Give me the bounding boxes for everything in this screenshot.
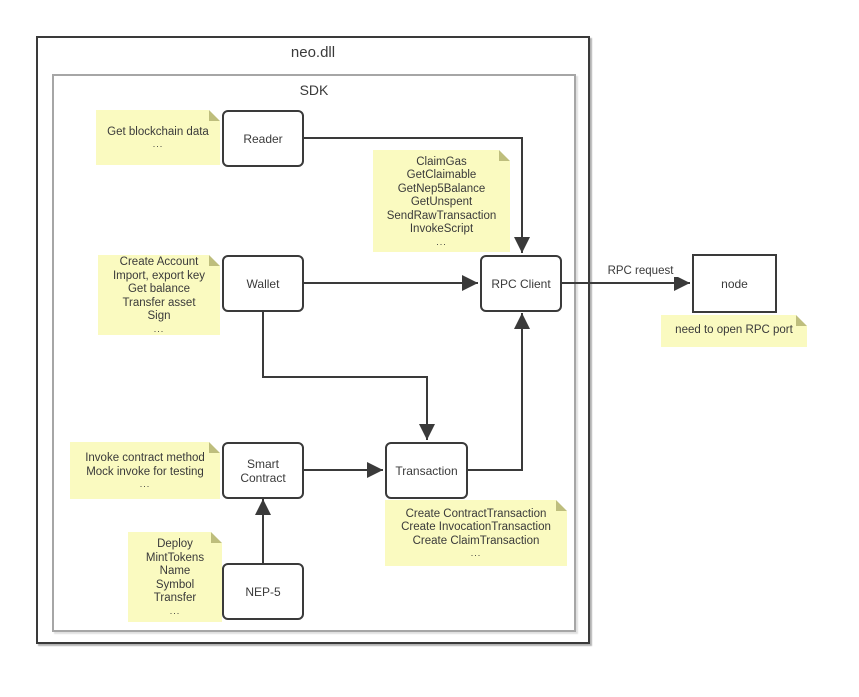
note-smart-contract: Invoke contract method Mock invoke for t… — [70, 442, 220, 499]
note-line: Create ContractTransaction — [405, 507, 547, 520]
node-box: node — [692, 254, 777, 313]
note-line: InvokeScript — [409, 223, 474, 235]
note-rpc-client: ClaimGas GetClaimable GetNep5Balance Get… — [373, 150, 510, 252]
sdk-title: SDK — [299, 82, 329, 98]
note-line: need to open RPC port — [675, 324, 793, 337]
note-line: SendRawTransaction — [386, 209, 497, 222]
note-nep5: Deploy MintTokens Name Symbol Transfer .… — [128, 532, 222, 622]
reader-box: Reader — [222, 110, 304, 167]
nep5-box: NEP-5 — [222, 563, 304, 620]
note-ellipsis: ... — [470, 548, 482, 559]
note-reader: Get blockchain data ... — [96, 110, 220, 165]
note-line: Transfer asset — [122, 296, 196, 309]
note-ellipsis: ... — [436, 236, 447, 247]
note-line: GetClaimable — [406, 169, 477, 181]
note-line: Deploy — [157, 538, 193, 551]
smart-contract-box: Smart Contract — [222, 442, 304, 499]
note-line: Create ClaimTransaction — [412, 534, 540, 547]
note-line: ClaimGas — [416, 155, 467, 168]
note-line: GetNep5Balance — [397, 182, 486, 195]
note-ellipsis: ... — [153, 323, 165, 334]
note-line: MintTokens — [145, 551, 205, 564]
note-ellipsis: ... — [139, 479, 151, 489]
note-line: Import, export key — [112, 269, 206, 282]
note-line: Mock invoke for testing — [86, 465, 204, 478]
note-line: Create Account — [119, 256, 199, 269]
rpc-client-box: RPC Client — [480, 255, 562, 312]
note-ellipsis: ... — [152, 139, 164, 150]
rpc-request-label: RPC request — [593, 265, 688, 277]
note-transaction: Create ContractTransaction Create Invoca… — [385, 500, 567, 566]
note-line: Symbol — [155, 578, 195, 591]
note-ellipsis: ... — [169, 605, 181, 616]
note-line: Get blockchain data — [107, 125, 209, 138]
note-line: Create InvocationTransaction — [401, 521, 551, 534]
transaction-box: Transaction — [385, 442, 468, 499]
note-wallet: Create Account Import, export key Get ba… — [98, 255, 220, 335]
note-node: need to open RPC port — [661, 315, 807, 347]
note-line: Name — [159, 565, 191, 578]
note-line: Sign — [147, 310, 171, 323]
note-line: Get balance — [127, 283, 190, 296]
note-line: Transfer — [153, 592, 197, 605]
note-line: Invoke contract method — [85, 452, 205, 464]
neo-dll-title: neo.dll — [290, 44, 336, 61]
wallet-box: Wallet — [222, 255, 304, 312]
note-line: GetUnspent — [410, 196, 473, 208]
